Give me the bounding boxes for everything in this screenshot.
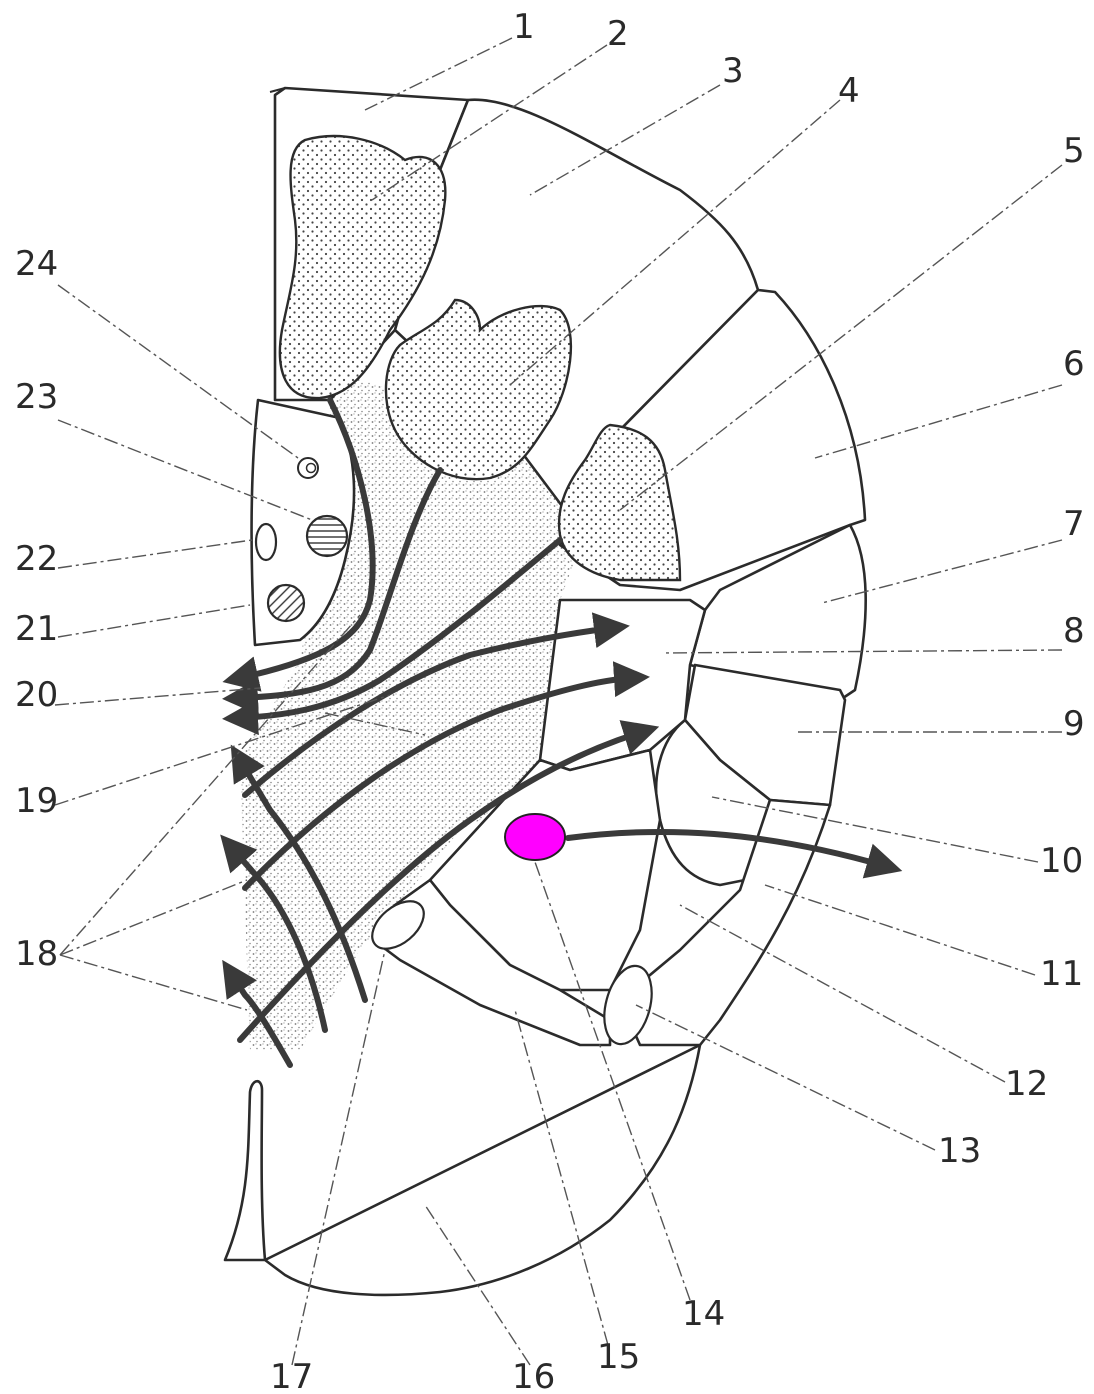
label-14: 14 <box>682 1294 725 1334</box>
label-19: 19 <box>15 781 58 821</box>
vessel-22 <box>256 524 276 560</box>
label-5: 5 <box>1063 131 1085 171</box>
label-18: 18 <box>15 934 58 974</box>
label-11: 11 <box>1040 954 1083 994</box>
label-8: 8 <box>1063 611 1085 651</box>
hatched-vessel-23 <box>307 516 347 556</box>
label-16: 16 <box>512 1357 555 1394</box>
label-4: 4 <box>838 71 860 111</box>
label-22: 22 <box>15 539 58 579</box>
label-2: 2 <box>607 14 629 54</box>
label-9: 9 <box>1063 704 1085 744</box>
hatched-vessel-21 <box>268 585 304 621</box>
label-17: 17 <box>270 1357 313 1394</box>
label-24: 24 <box>15 244 58 284</box>
highlight-marker <box>505 814 565 860</box>
label-1: 1 <box>513 7 535 47</box>
label-3: 3 <box>722 51 744 91</box>
label-13: 13 <box>938 1131 981 1171</box>
label-15: 15 <box>597 1337 640 1377</box>
label-7: 7 <box>1063 504 1085 544</box>
label-6: 6 <box>1063 344 1085 384</box>
label-10: 10 <box>1040 841 1083 881</box>
label-21: 21 <box>15 609 58 649</box>
label-23: 23 <box>15 377 58 417</box>
label-12: 12 <box>1005 1064 1048 1104</box>
label-20: 20 <box>15 675 58 715</box>
